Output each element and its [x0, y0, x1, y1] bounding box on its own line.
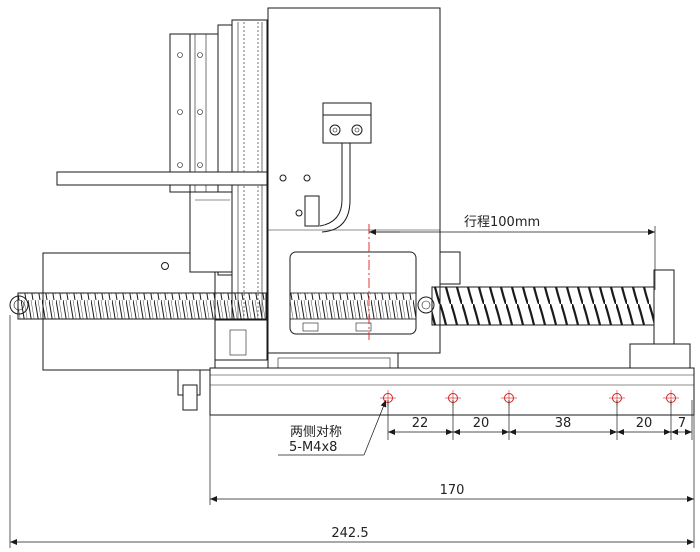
dim-20a: 20 — [473, 416, 490, 431]
guide-rail — [209, 367, 695, 416]
rail-length-dimension — [209, 415, 695, 505]
dim-22: 22 — [412, 416, 429, 431]
left-end-bracket — [177, 369, 201, 411]
dim-7: 7 — [678, 416, 686, 431]
hole-note-line2: 5-M4x8 — [289, 440, 337, 455]
dim-170: 170 — [440, 483, 465, 498]
stroke-label: 行程100mm — [464, 215, 540, 230]
right-end-block — [629, 269, 691, 369]
dim-20b: 20 — [636, 416, 653, 431]
dim-242-5: 242.5 — [331, 526, 368, 541]
hole-note-line1: 两侧对称 — [290, 425, 342, 440]
overall-length-dimension — [9, 315, 695, 548]
sensor-bracket — [304, 102, 372, 233]
lead-screw — [9, 286, 655, 326]
dim-38: 38 — [555, 416, 572, 431]
hole-note-leader — [278, 399, 387, 456]
stroke-dimension — [368, 224, 656, 340]
hole-spacing-dimensions — [387, 400, 693, 440]
horizontal-arm — [56, 171, 268, 186]
